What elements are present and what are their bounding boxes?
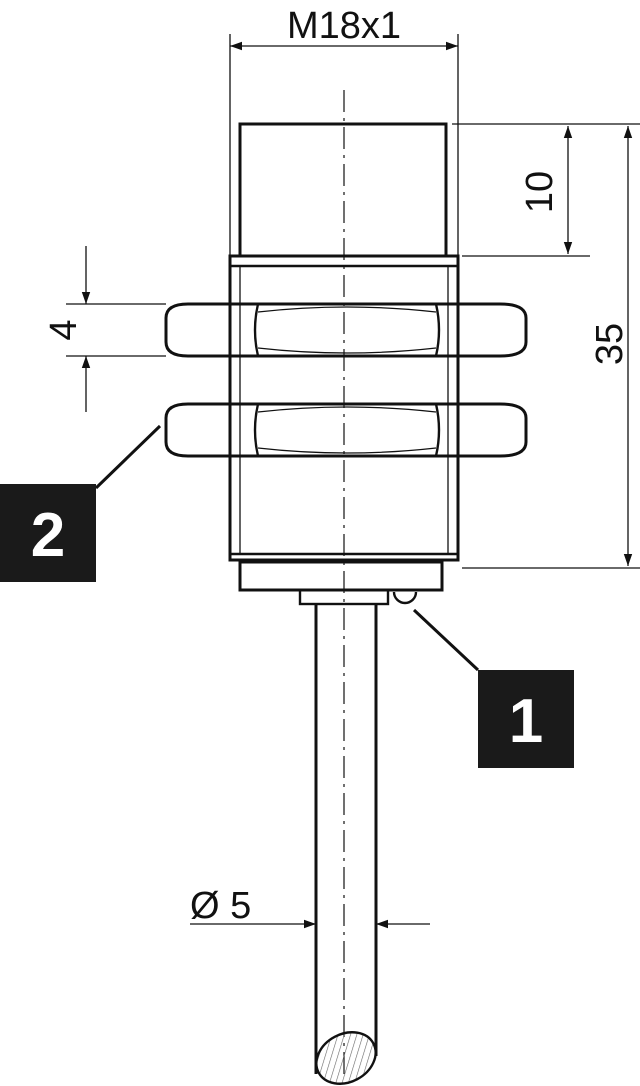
threaded-housing <box>228 254 460 562</box>
callout-1-number: 1 <box>509 687 543 756</box>
cable-diameter-label: Ø 5 <box>190 885 251 927</box>
led-indicator <box>392 591 418 605</box>
cable-gland <box>298 588 390 606</box>
nut-height-label: 4 <box>43 319 85 340</box>
callout-2: 2 <box>0 424 162 582</box>
sensing-head <box>238 122 448 258</box>
dimension-nut-height: 4 <box>43 246 166 412</box>
total-length-label: 35 <box>589 323 631 365</box>
head-length-label: 10 <box>519 171 561 213</box>
thread-label: M18x1 <box>287 5 401 47</box>
housing-collar <box>238 560 444 592</box>
dimension-head-length: 10 <box>452 123 640 257</box>
dimension-thread: M18x1 <box>229 5 459 256</box>
callout-1: 1 <box>412 608 574 768</box>
mounting-nut-upper <box>164 302 528 358</box>
cable <box>314 604 378 1085</box>
mounting-nut-lower <box>164 402 528 458</box>
dimension-total-length: 35 <box>462 126 640 569</box>
dimension-cable-diameter: Ø 5 <box>190 885 430 929</box>
callout-2-number: 2 <box>31 501 65 570</box>
